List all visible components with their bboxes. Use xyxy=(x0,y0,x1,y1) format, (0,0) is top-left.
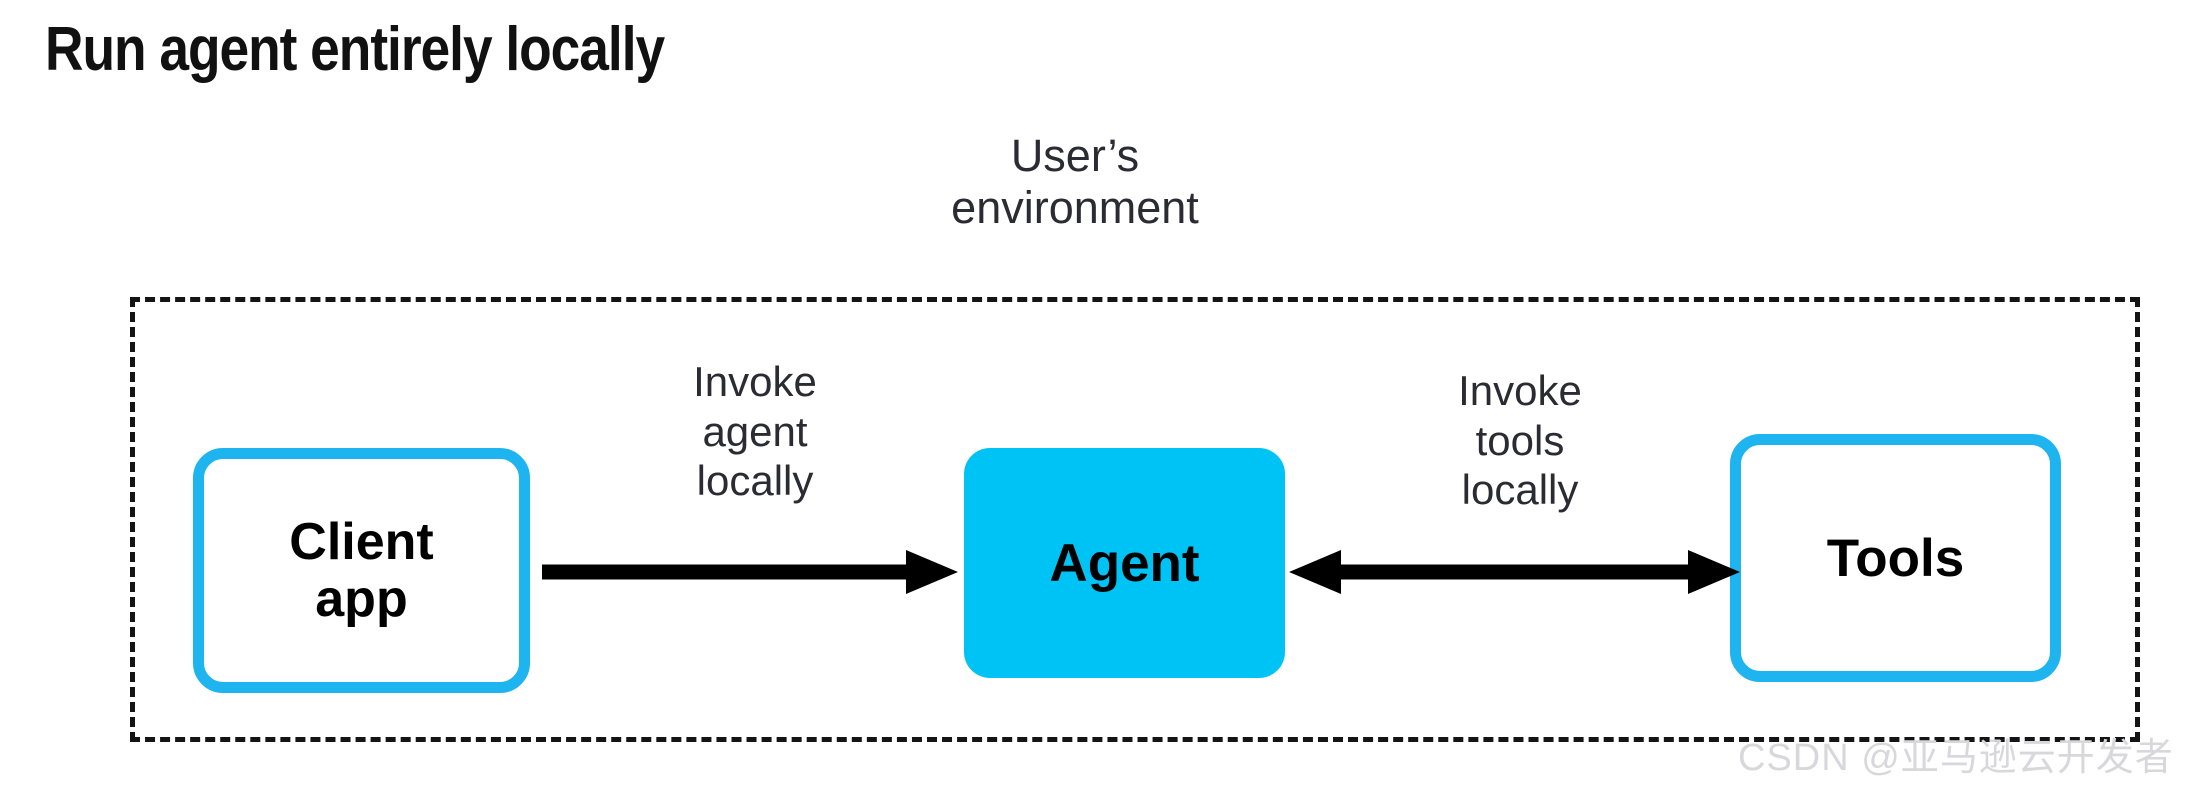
environment-caption-line-1: User’s xyxy=(1010,130,1140,181)
edge-label-invoke-agent-locally: Invoke agent locally xyxy=(595,357,915,506)
environment-caption: User’s environment xyxy=(840,130,1310,234)
edge-label-invoke-tools-line-3: locally xyxy=(1461,466,1579,514)
node-tools[interactable]: Tools xyxy=(1730,434,2061,682)
edge-label-invoke-tools-locally: Invoke tools locally xyxy=(1365,366,1675,515)
node-client-app-label-line-2: app xyxy=(315,569,408,628)
user-environment-boundary xyxy=(130,297,2140,742)
arrow-agent-to-tools-bidirectional xyxy=(1289,550,1740,594)
environment-caption-line-2: environment xyxy=(951,182,1199,234)
node-agent[interactable]: Agent xyxy=(964,448,1285,678)
node-client-app-label-line-1: Client xyxy=(289,513,434,572)
arrow-client-app-to-agent xyxy=(542,550,958,594)
page-title: Run agent entirely locally xyxy=(45,15,665,84)
node-tools-label: Tools xyxy=(1826,528,1965,588)
node-client-app[interactable]: Client app xyxy=(193,448,530,693)
edge-label-invoke-tools-line-2: tools xyxy=(1475,416,1565,464)
edge-label-invoke-agent-line-3: locally xyxy=(696,457,814,505)
edge-label-invoke-tools-line-1: Invoke xyxy=(1458,367,1582,414)
watermark: CSDN @亚马逊云开发者 xyxy=(1738,737,2174,779)
node-agent-label: Agent xyxy=(1049,533,1200,593)
edge-label-invoke-agent-line-1: Invoke xyxy=(693,358,817,405)
edge-label-invoke-agent-line-2: agent xyxy=(702,407,808,455)
node-client-app-label: Client app xyxy=(289,514,433,626)
